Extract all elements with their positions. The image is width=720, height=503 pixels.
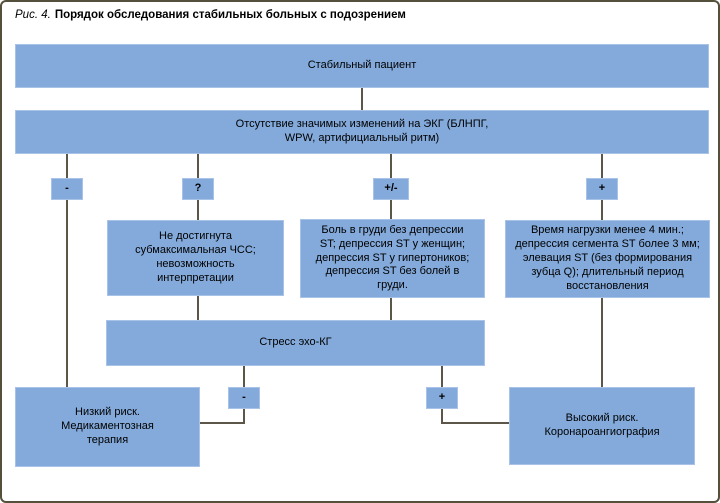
branch-label-minus: - xyxy=(51,178,83,200)
node-chest-pain-st: Боль в груди без депрессии ST; депрессия… xyxy=(300,219,485,298)
connector-line xyxy=(441,422,509,424)
node-stable-patient: Стабильный пациент xyxy=(15,44,709,88)
node-ecg-no-changes: Отсутствие значимых изменений на ЭКГ (БЛ… xyxy=(15,110,709,154)
connector-line xyxy=(200,422,245,424)
connector-line xyxy=(601,298,603,387)
connector-line xyxy=(390,298,392,320)
connector-line xyxy=(361,88,363,110)
branch-label-plus: + xyxy=(586,178,618,200)
connector-line xyxy=(66,153,68,387)
branch-label-plusminus: +/- xyxy=(373,178,409,200)
branch-label-question: ? xyxy=(182,178,214,200)
figure-caption: Рис. 4.Порядок обследования стабильных б… xyxy=(15,9,406,21)
connector-line xyxy=(197,296,199,320)
node-stress-echo: Стресс эхо-КГ xyxy=(106,320,485,366)
result-label-minus: - xyxy=(228,387,260,409)
node-high-risk-angiography: Высокий риск. Коронароангиография xyxy=(509,387,695,465)
node-load-time-criteria: Время нагрузки менее 4 мин.; депрессия с… xyxy=(505,220,710,298)
result-label-plus: + xyxy=(426,387,458,409)
node-low-risk-therapy: Низкий риск. Медикаментозная терапия xyxy=(15,387,200,467)
figure-title: Порядок обследования стабильных больных … xyxy=(54,9,406,21)
figure-number: Рис. 4. xyxy=(15,9,51,21)
node-submaximal-hr-not-achieved: Не достигнута субмаксимальная ЧСС; невоз… xyxy=(107,220,284,296)
